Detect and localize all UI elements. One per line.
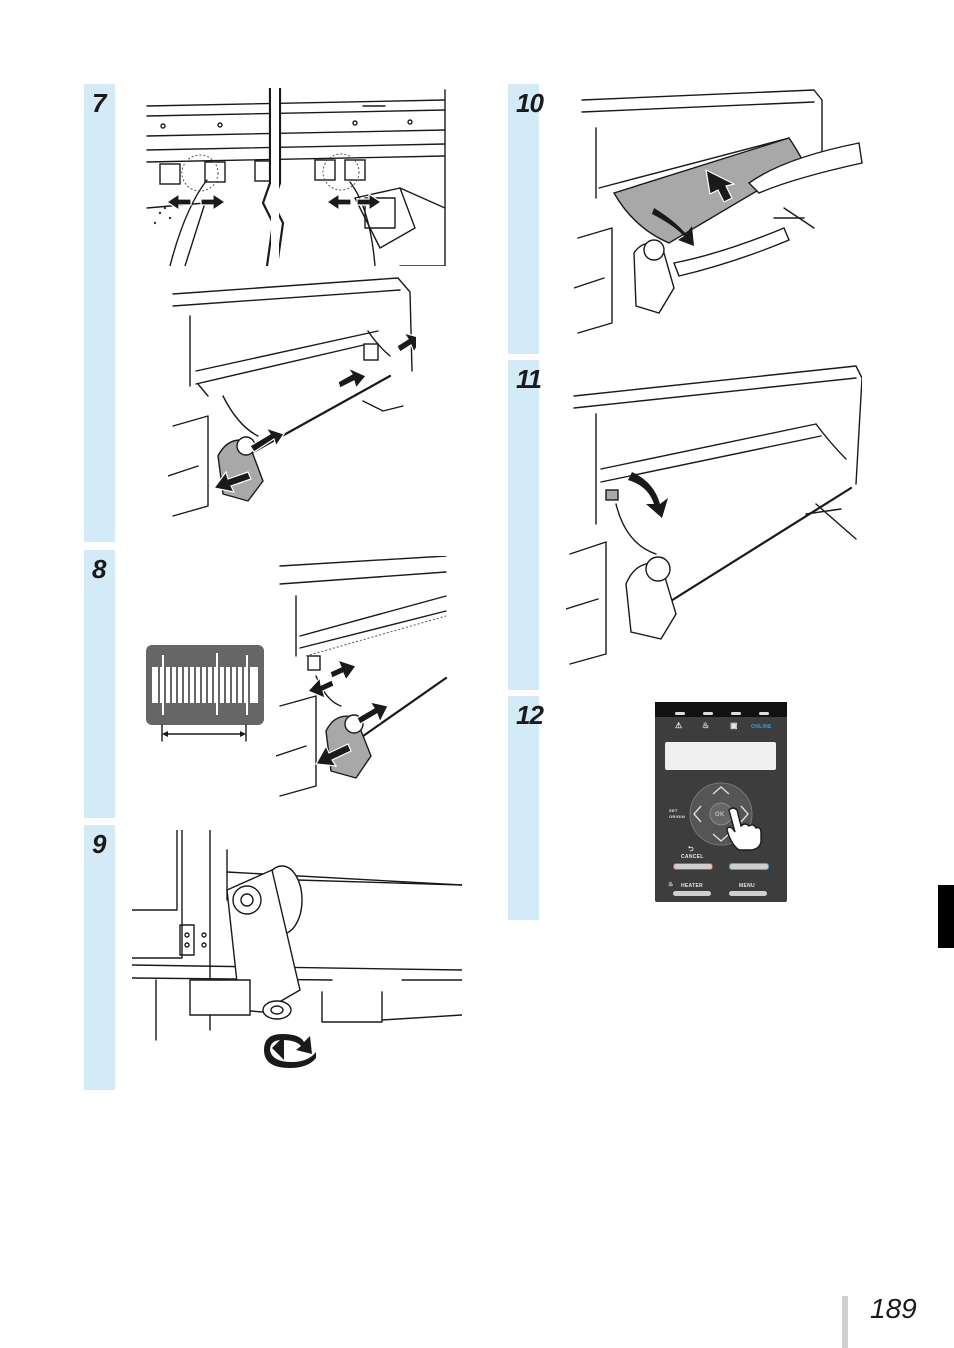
online-label: ONLINE <box>751 724 772 730</box>
step-11-figure <box>566 364 862 670</box>
confirm-button[interactable] <box>729 863 769 870</box>
step-8-gauge-figure <box>146 645 264 745</box>
set-origin-label-line2: ORIGIN <box>669 814 686 819</box>
step-9-figure <box>132 830 462 1072</box>
heater-icon: ♨ <box>668 882 674 888</box>
heater-button[interactable] <box>673 891 711 896</box>
lcd-display <box>665 742 776 770</box>
step-8-figure <box>276 556 448 800</box>
heater-label: HEATER <box>681 883 703 889</box>
status-led <box>759 712 769 715</box>
step-12-bar: 12 <box>508 696 544 920</box>
step-9-bar: 9 <box>84 825 115 1090</box>
set-origin-label-line1: SET <box>669 808 678 813</box>
cancel-label: CANCEL <box>681 854 704 860</box>
ok-button-label[interactable]: OK <box>715 812 725 818</box>
status-led <box>675 712 685 715</box>
menu-button[interactable] <box>729 891 767 896</box>
pointing-hand-icon <box>726 807 762 851</box>
warning-icon: ⚠ <box>675 721 683 730</box>
cancel-icon: ⮌ <box>688 846 694 853</box>
step-10-bar: 10 <box>508 84 544 354</box>
step-7-figure-top <box>145 88 465 266</box>
step-7-number: 7 <box>92 88 107 118</box>
page-number: 189 <box>870 1293 917 1324</box>
step-11-bar: 11 <box>508 360 542 690</box>
step-12-number: 12 <box>516 700 544 730</box>
status-led <box>703 712 713 715</box>
panel-top-bar <box>655 702 787 717</box>
step-11-number: 11 <box>516 364 542 394</box>
cancel-button[interactable] <box>673 863 713 870</box>
ink-status-icon: ▣ <box>730 721 738 730</box>
step-7-bar: 7 <box>84 84 115 542</box>
section-tab <box>938 885 954 948</box>
step-9-number: 9 <box>92 829 107 859</box>
step-10-number: 10 <box>516 88 544 118</box>
step-7-figure-bottom <box>168 276 416 520</box>
heater-status-icon: ♨ <box>702 721 710 730</box>
step-8-bar: 8 <box>84 550 115 818</box>
step-10-figure <box>574 88 864 336</box>
operation-panel: ⚠ ♨ ▣ ONLINE OK SET ORIGIN ⮌ CANCEL ♨ HE… <box>655 702 787 902</box>
status-led <box>731 712 741 715</box>
menu-label: MENU <box>739 883 755 889</box>
page-number-rule <box>842 1296 848 1348</box>
step-8-number: 8 <box>92 554 107 584</box>
